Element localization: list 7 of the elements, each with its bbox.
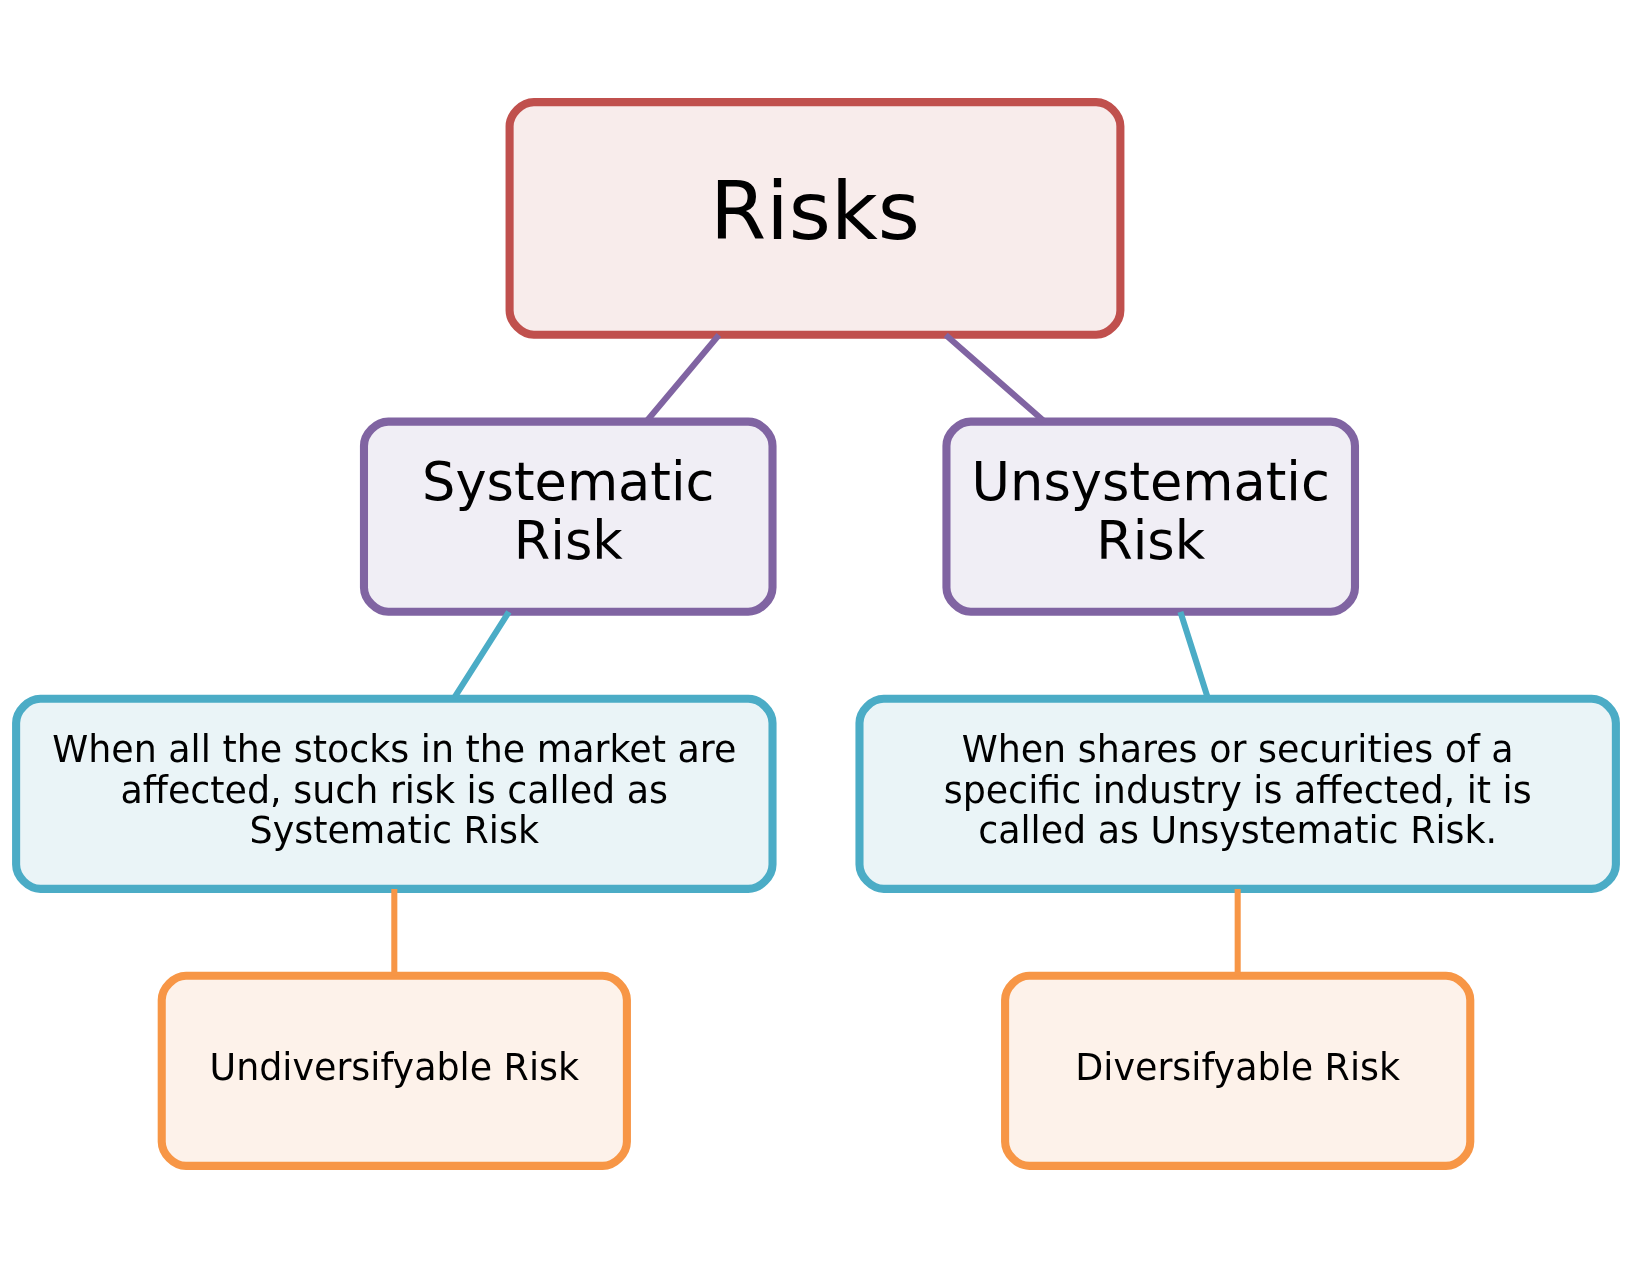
node-box: Diversifyable Risk [1001, 971, 1475, 1170]
node-box: Systematic Risk [359, 417, 777, 616]
node-box: Undiversifyable Risk [157, 971, 631, 1170]
node-box: Risks [505, 98, 1125, 339]
node-box: Unsystematic Risk [942, 417, 1360, 616]
node-box: When shares or securities of a specific industry is affected, it is called as Unsystematic Risk. [855, 694, 1620, 893]
node-box: When all the stocks in the market are affected, such risk is called as Systematic Risk [12, 694, 777, 893]
